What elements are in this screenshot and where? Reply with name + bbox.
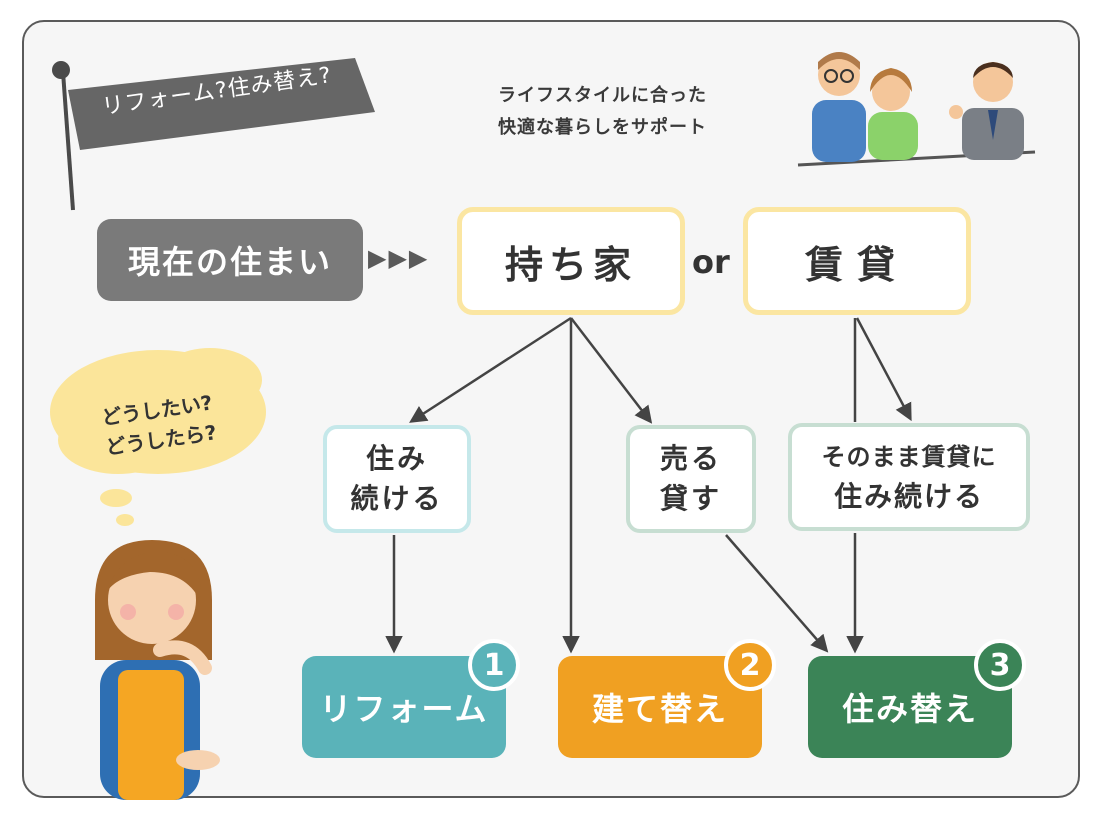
edge-sell-to-move — [725, 534, 829, 653]
sell-or-lease-line-2: 貸す — [659, 482, 722, 515]
owned-home-box: 持ち家 — [457, 207, 685, 315]
owned-home-label: 持ち家 — [504, 242, 637, 287]
flag-icon — [52, 58, 375, 211]
or-label: or — [692, 243, 730, 281]
tagline-line-1: ライフスタイルに合った — [498, 85, 707, 106]
sell-or-lease-box: 売る 貸す — [626, 425, 756, 533]
thought-bubble — [50, 348, 266, 526]
keep-living-box: 住み 続ける — [323, 425, 471, 533]
keep-living-line-1: 住み — [365, 442, 428, 475]
worried-woman-illustration-icon — [95, 540, 220, 800]
triple-arrow-icon: ▶▶▶ — [368, 244, 430, 272]
keep-renting-line-2: 住み続ける — [833, 480, 984, 513]
tagline-line-2: 快適な暮らしをサポート — [498, 117, 707, 138]
keep-living-line-2: 続ける — [350, 482, 444, 515]
result-reform-label: リフォーム — [319, 690, 489, 728]
edge-owned-to-sell — [570, 317, 653, 424]
result-rebuild-label: 建て替え — [591, 690, 728, 728]
result-number-badge: 3 — [974, 639, 1026, 691]
edge-rent-arrow — [855, 317, 912, 422]
tagline: ライフスタイルに合った 快適な暮らしをサポート — [498, 80, 778, 144]
edge-owned-to-stay — [409, 316, 572, 423]
result-number-badge: 1 — [468, 639, 520, 691]
current-home-box: 現在の住まい — [97, 219, 363, 301]
current-home-label: 現在の住まい — [127, 243, 332, 281]
result-move-label: 住み替え — [841, 690, 978, 728]
keep-renting-box: そのまま賃貸に 住み続ける — [788, 423, 1030, 531]
rental-box: 賃貸 — [743, 207, 971, 315]
rental-label: 賃貸 — [804, 242, 909, 287]
family-advisor-illustration-icon — [797, 52, 1036, 167]
keep-renting-line-1: そのまま賃貸に — [821, 443, 997, 471]
result-number-badge: 2 — [724, 639, 776, 691]
sell-or-lease-line-1: 売る — [659, 442, 722, 475]
